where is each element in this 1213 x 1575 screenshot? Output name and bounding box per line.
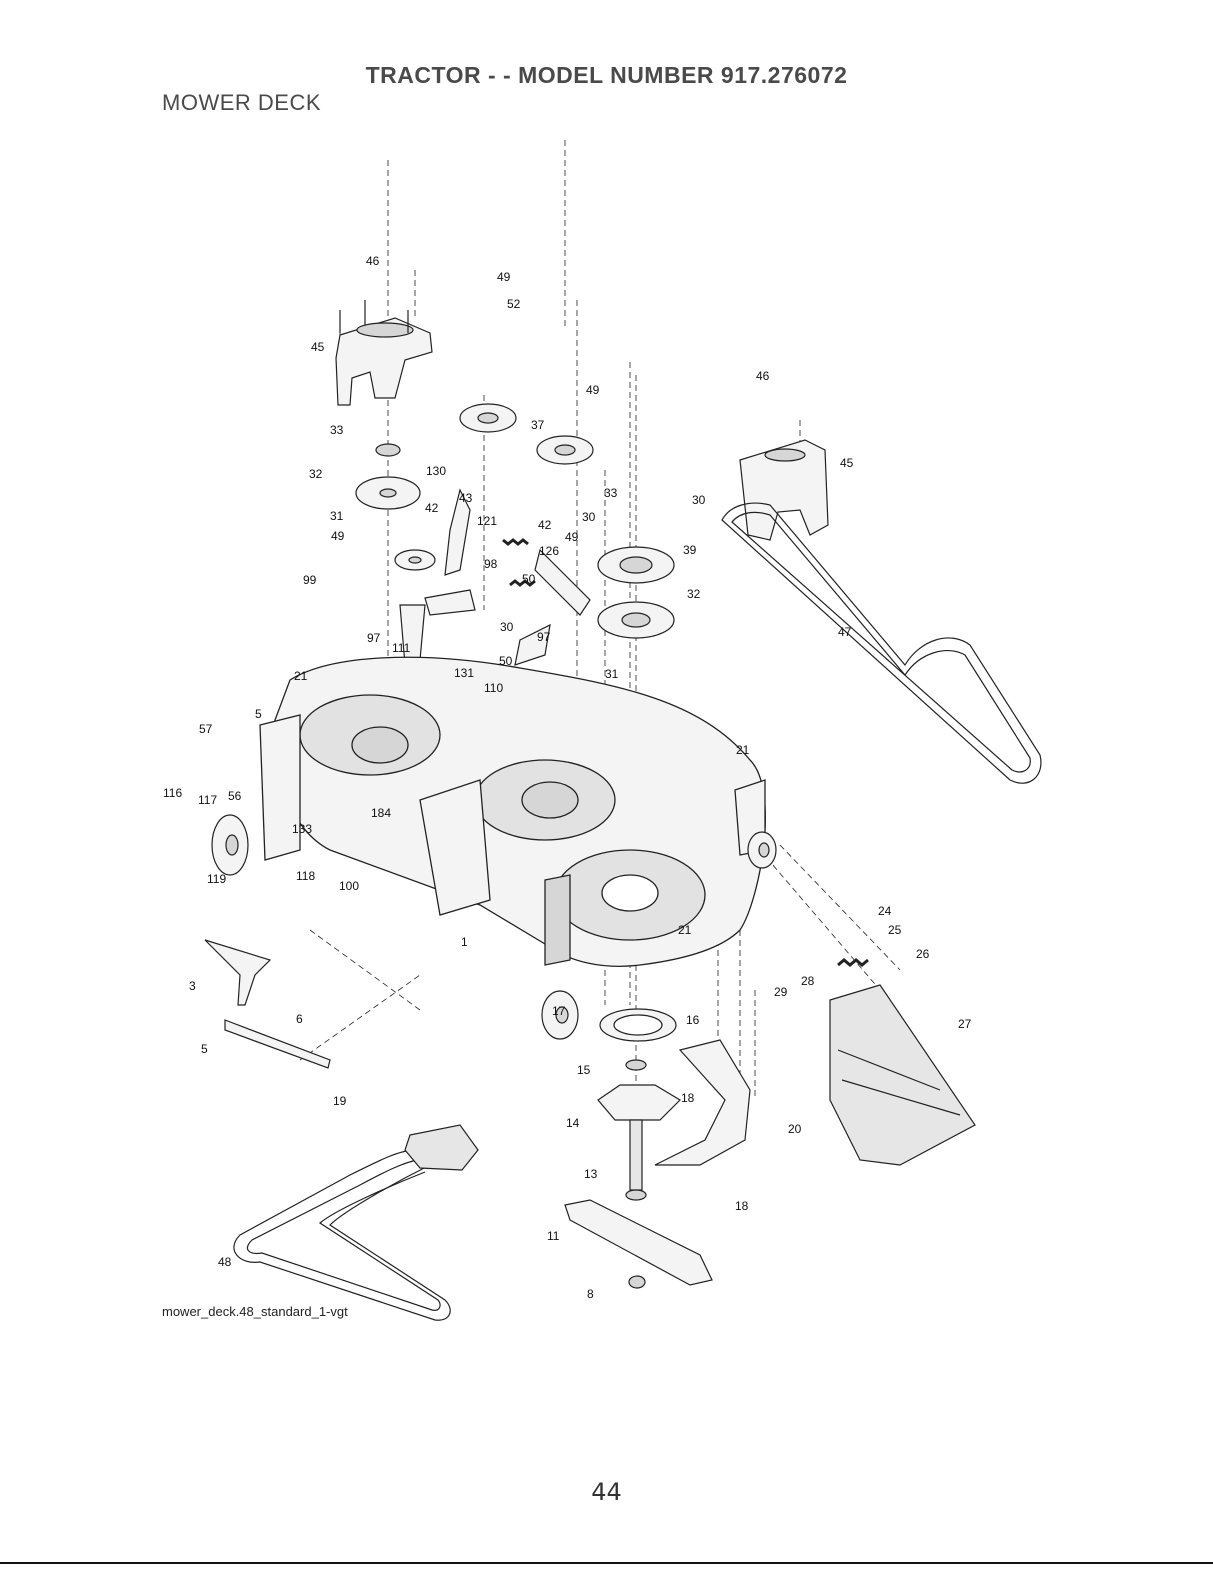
callout-label: 3: [189, 979, 196, 993]
callout-label: 45: [311, 340, 325, 354]
callout-label: 97: [537, 630, 551, 644]
right-pulley-cover: [740, 440, 828, 540]
callout-label: 21: [294, 669, 308, 683]
callout-label: 46: [756, 369, 770, 383]
idler-pulleys: [376, 404, 593, 464]
callout-label: 20: [788, 1122, 802, 1136]
deck-belt-47: [722, 503, 1041, 783]
callout-label: 26: [916, 947, 930, 961]
callout-label: 17: [552, 1004, 566, 1018]
callout-label: 27: [958, 1017, 972, 1031]
callout-label: 111: [392, 641, 411, 655]
callout-label: 18: [681, 1091, 695, 1105]
callout-label: 116: [163, 786, 182, 800]
callout-label: 31: [330, 509, 344, 523]
callout-label: 15: [577, 1063, 591, 1077]
callout-label: 110: [484, 681, 503, 695]
callout-label: 21: [736, 743, 750, 757]
callout-label: 5: [255, 707, 262, 721]
mower-deck-housing: [260, 657, 765, 966]
callout-label: 32: [687, 587, 701, 601]
callout-label: 30: [692, 493, 706, 507]
callout-label: 50: [522, 572, 536, 586]
discharge-chute-27: [830, 985, 975, 1165]
drive-belt-48: [234, 1125, 478, 1320]
callout-label: 8: [587, 1287, 594, 1301]
callout-label: 14: [566, 1116, 580, 1130]
callout-label: 33: [330, 423, 344, 437]
callout-label: 50: [499, 654, 513, 668]
callout-label: 117: [198, 793, 217, 807]
callout-label: 97: [367, 631, 381, 645]
callout-label: 30: [500, 620, 514, 634]
left-pulley-cover: [336, 300, 432, 405]
callout-label: 6: [296, 1012, 303, 1026]
callout-label: 28: [801, 974, 815, 988]
callout-label: 184: [371, 806, 391, 820]
callout-label: 43: [459, 491, 473, 505]
callout-label: 57: [199, 722, 213, 736]
callout-label: 99: [303, 573, 317, 587]
callout-label: 29: [774, 985, 788, 999]
figure-caption: mower_deck.48_standard_1-vgt: [162, 1304, 348, 1319]
callout-label: 118: [296, 869, 315, 883]
callout-label: 18: [735, 1199, 749, 1213]
callout-label: 31: [605, 667, 619, 681]
callout-label: 52: [507, 297, 521, 311]
callout-label: 133: [292, 822, 312, 836]
callout-label: 24: [878, 904, 892, 918]
callout-label: 30: [582, 510, 596, 524]
callout-label: 130: [426, 464, 446, 478]
callout-label: 119: [207, 872, 226, 886]
callout-label: 126: [539, 544, 559, 558]
callout-label: 39: [683, 543, 697, 557]
callout-label: 25: [888, 923, 902, 937]
callout-label: 46: [366, 254, 380, 268]
callout-label: 98: [484, 557, 498, 571]
callout-label: 32: [309, 467, 323, 481]
callout-label: 21: [678, 923, 692, 937]
callout-label: 45: [840, 456, 854, 470]
callout-label: 49: [586, 383, 600, 397]
callout-label: 121: [477, 514, 497, 528]
callout-label: 37: [531, 418, 545, 432]
callout-label: 47: [838, 625, 852, 639]
page-number: 44: [0, 1478, 1213, 1506]
callout-label: 56: [228, 789, 242, 803]
callout-label: 49: [331, 529, 345, 543]
callout-label: 42: [425, 501, 439, 515]
callout-label: 131: [454, 666, 474, 680]
callout-label: 11: [547, 1229, 560, 1243]
callout-label: 16: [686, 1013, 700, 1027]
callout-label: 100: [339, 879, 359, 893]
callout-label: 13: [584, 1167, 598, 1181]
callout-label: 42: [538, 518, 552, 532]
lift-link-brackets: [205, 940, 330, 1068]
bottom-rule: [0, 1562, 1213, 1564]
callout-label: 33: [604, 486, 618, 500]
callout-label: 1: [461, 935, 468, 949]
callout-label: 5: [201, 1042, 208, 1056]
callout-label: 49: [565, 530, 579, 544]
callout-label: 19: [333, 1094, 347, 1108]
callout-label: 48: [218, 1255, 232, 1269]
callout-label: 49: [497, 270, 511, 284]
